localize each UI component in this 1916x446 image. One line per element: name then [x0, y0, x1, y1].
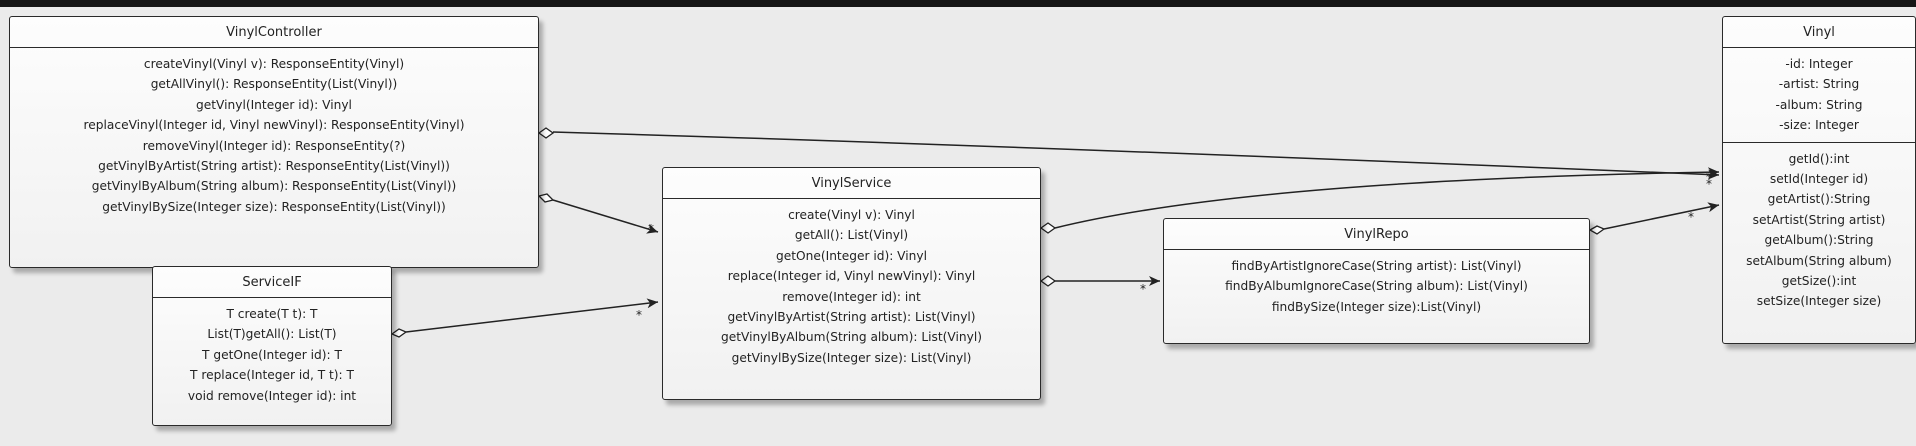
method: getOne(Integer id): Vinyl — [776, 248, 927, 263]
method: getVinylByArtist(String artist): Respons… — [98, 159, 450, 174]
method: T getOne(Integer id): T — [202, 347, 342, 362]
top-bar — [0, 0, 1916, 7]
method: getAllVinyl(): ResponseEntity(List(Vinyl… — [150, 77, 398, 92]
class-vinyl-service[interactable]: VinylService create(Vinyl v): Vinyl getA… — [662, 167, 1041, 400]
class-vinyl-controller[interactable]: VinylController createVinyl(Vinyl v): Re… — [9, 16, 539, 268]
diamond-service-vinyl — [1039, 222, 1057, 234]
method: remove(Integer id): int — [782, 289, 921, 304]
diamond-serviceif-service — [390, 328, 408, 338]
multiplicity-label: * — [1706, 177, 1712, 191]
class-service-if[interactable]: ServiceIF T create(T t): T List(T)getAll… — [152, 266, 392, 426]
method: findByArtistIgnoreCase(String artist): L… — [1231, 259, 1522, 273]
method: getAlbum():String — [1764, 233, 1874, 248]
method: replaceVinyl(Integer id, Vinyl newVinyl)… — [83, 118, 465, 133]
attribute: -album: String — [1775, 97, 1863, 112]
edge-service-to-vinyl — [1054, 167, 1720, 229]
methods-section: create(Vinyl v): Vinyl getAll(): List(Vi… — [663, 199, 1040, 374]
diamond-repo-vinyl — [1588, 225, 1606, 235]
method: getVinylByAlbum(String album): List(Viny… — [721, 330, 982, 345]
method: findByAlbumIgnoreCase(String album): Lis… — [1225, 279, 1528, 294]
class-name: ServiceIF — [153, 267, 391, 298]
method: getAll(): List(Vinyl) — [794, 228, 909, 243]
method: T create(T t): T — [226, 307, 318, 321]
method: getVinylByArtist(String artist): List(Vi… — [727, 310, 976, 325]
method: getVinylBySize(Integer size): List(Vinyl… — [731, 350, 972, 365]
methods-section: getId():int setId(Integer id) getArtist(… — [1723, 141, 1915, 318]
class-vinyl[interactable]: Vinyl -id: Integer -artist: String -albu… — [1722, 16, 1916, 344]
attribute: -id: Integer — [1785, 57, 1853, 71]
method: removeVinyl(Integer id): ResponseEntity(… — [142, 138, 406, 153]
edge-controller-to-service — [552, 199, 659, 234]
class-name: VinylService — [663, 168, 1040, 199]
method: getSize():int — [1781, 274, 1857, 289]
multiplicity-label: * — [1140, 282, 1146, 296]
diamond-controller-vinyl — [537, 127, 555, 139]
diamond-service-repo — [1039, 275, 1057, 287]
class-vinyl-repo[interactable]: VinylRepo findByArtistIgnoreCase(String … — [1163, 218, 1590, 344]
method: void remove(Integer id): int — [187, 388, 357, 403]
method: setAlbum(String album) — [1746, 253, 1892, 268]
edge-repo-to-vinyl — [1603, 202, 1720, 230]
multiplicity-label: * — [648, 222, 654, 236]
attribute: -artist: String — [1778, 77, 1860, 92]
method: getArtist():String — [1767, 192, 1871, 207]
method: setArtist(String artist) — [1752, 212, 1886, 227]
method: getVinylByAlbum(String album): ResponseE… — [91, 179, 457, 194]
method: replace(Integer id, Vinyl newVinyl): Vin… — [727, 269, 976, 284]
method: setId(Integer id) — [1769, 172, 1869, 187]
method: createVinyl(Vinyl v): ResponseEntity(Vin… — [143, 57, 405, 71]
class-name: VinylController — [10, 17, 538, 48]
multiplicity-label: * — [636, 308, 642, 322]
method: List(T)getAll(): List(T) — [207, 327, 337, 342]
edge-controller-to-vinyl — [552, 131, 1720, 180]
class-name: VinylRepo — [1164, 219, 1589, 250]
attributes-section: -id: Integer -artist: String -album: Str… — [1723, 48, 1915, 142]
method: getId():int — [1788, 151, 1850, 166]
class-name: Vinyl — [1723, 17, 1915, 48]
multiplicity-label: * — [1706, 170, 1712, 184]
method: getVinylBySize(Integer size): ResponseEn… — [102, 199, 446, 214]
method: T replace(Integer id, T t): T — [190, 368, 354, 383]
method: findBySize(Integer size):List(Vinyl) — [1271, 299, 1482, 314]
methods-section: createVinyl(Vinyl v): ResponseEntity(Vin… — [10, 48, 538, 223]
method: setSize(Integer size) — [1756, 294, 1882, 309]
methods-section: T create(T t): T List(T)getAll(): List(T… — [153, 298, 391, 412]
diamond-controller-service — [537, 193, 555, 203]
edge-serviceif-to-service — [405, 298, 659, 333]
multiplicity-label: * — [1688, 210, 1694, 224]
attribute: -size: Integer — [1779, 118, 1859, 133]
method: getVinyl(Integer id): Vinyl — [196, 97, 352, 112]
method: create(Vinyl v): Vinyl — [788, 208, 915, 222]
methods-section: findByArtistIgnoreCase(String artist): L… — [1164, 250, 1589, 323]
